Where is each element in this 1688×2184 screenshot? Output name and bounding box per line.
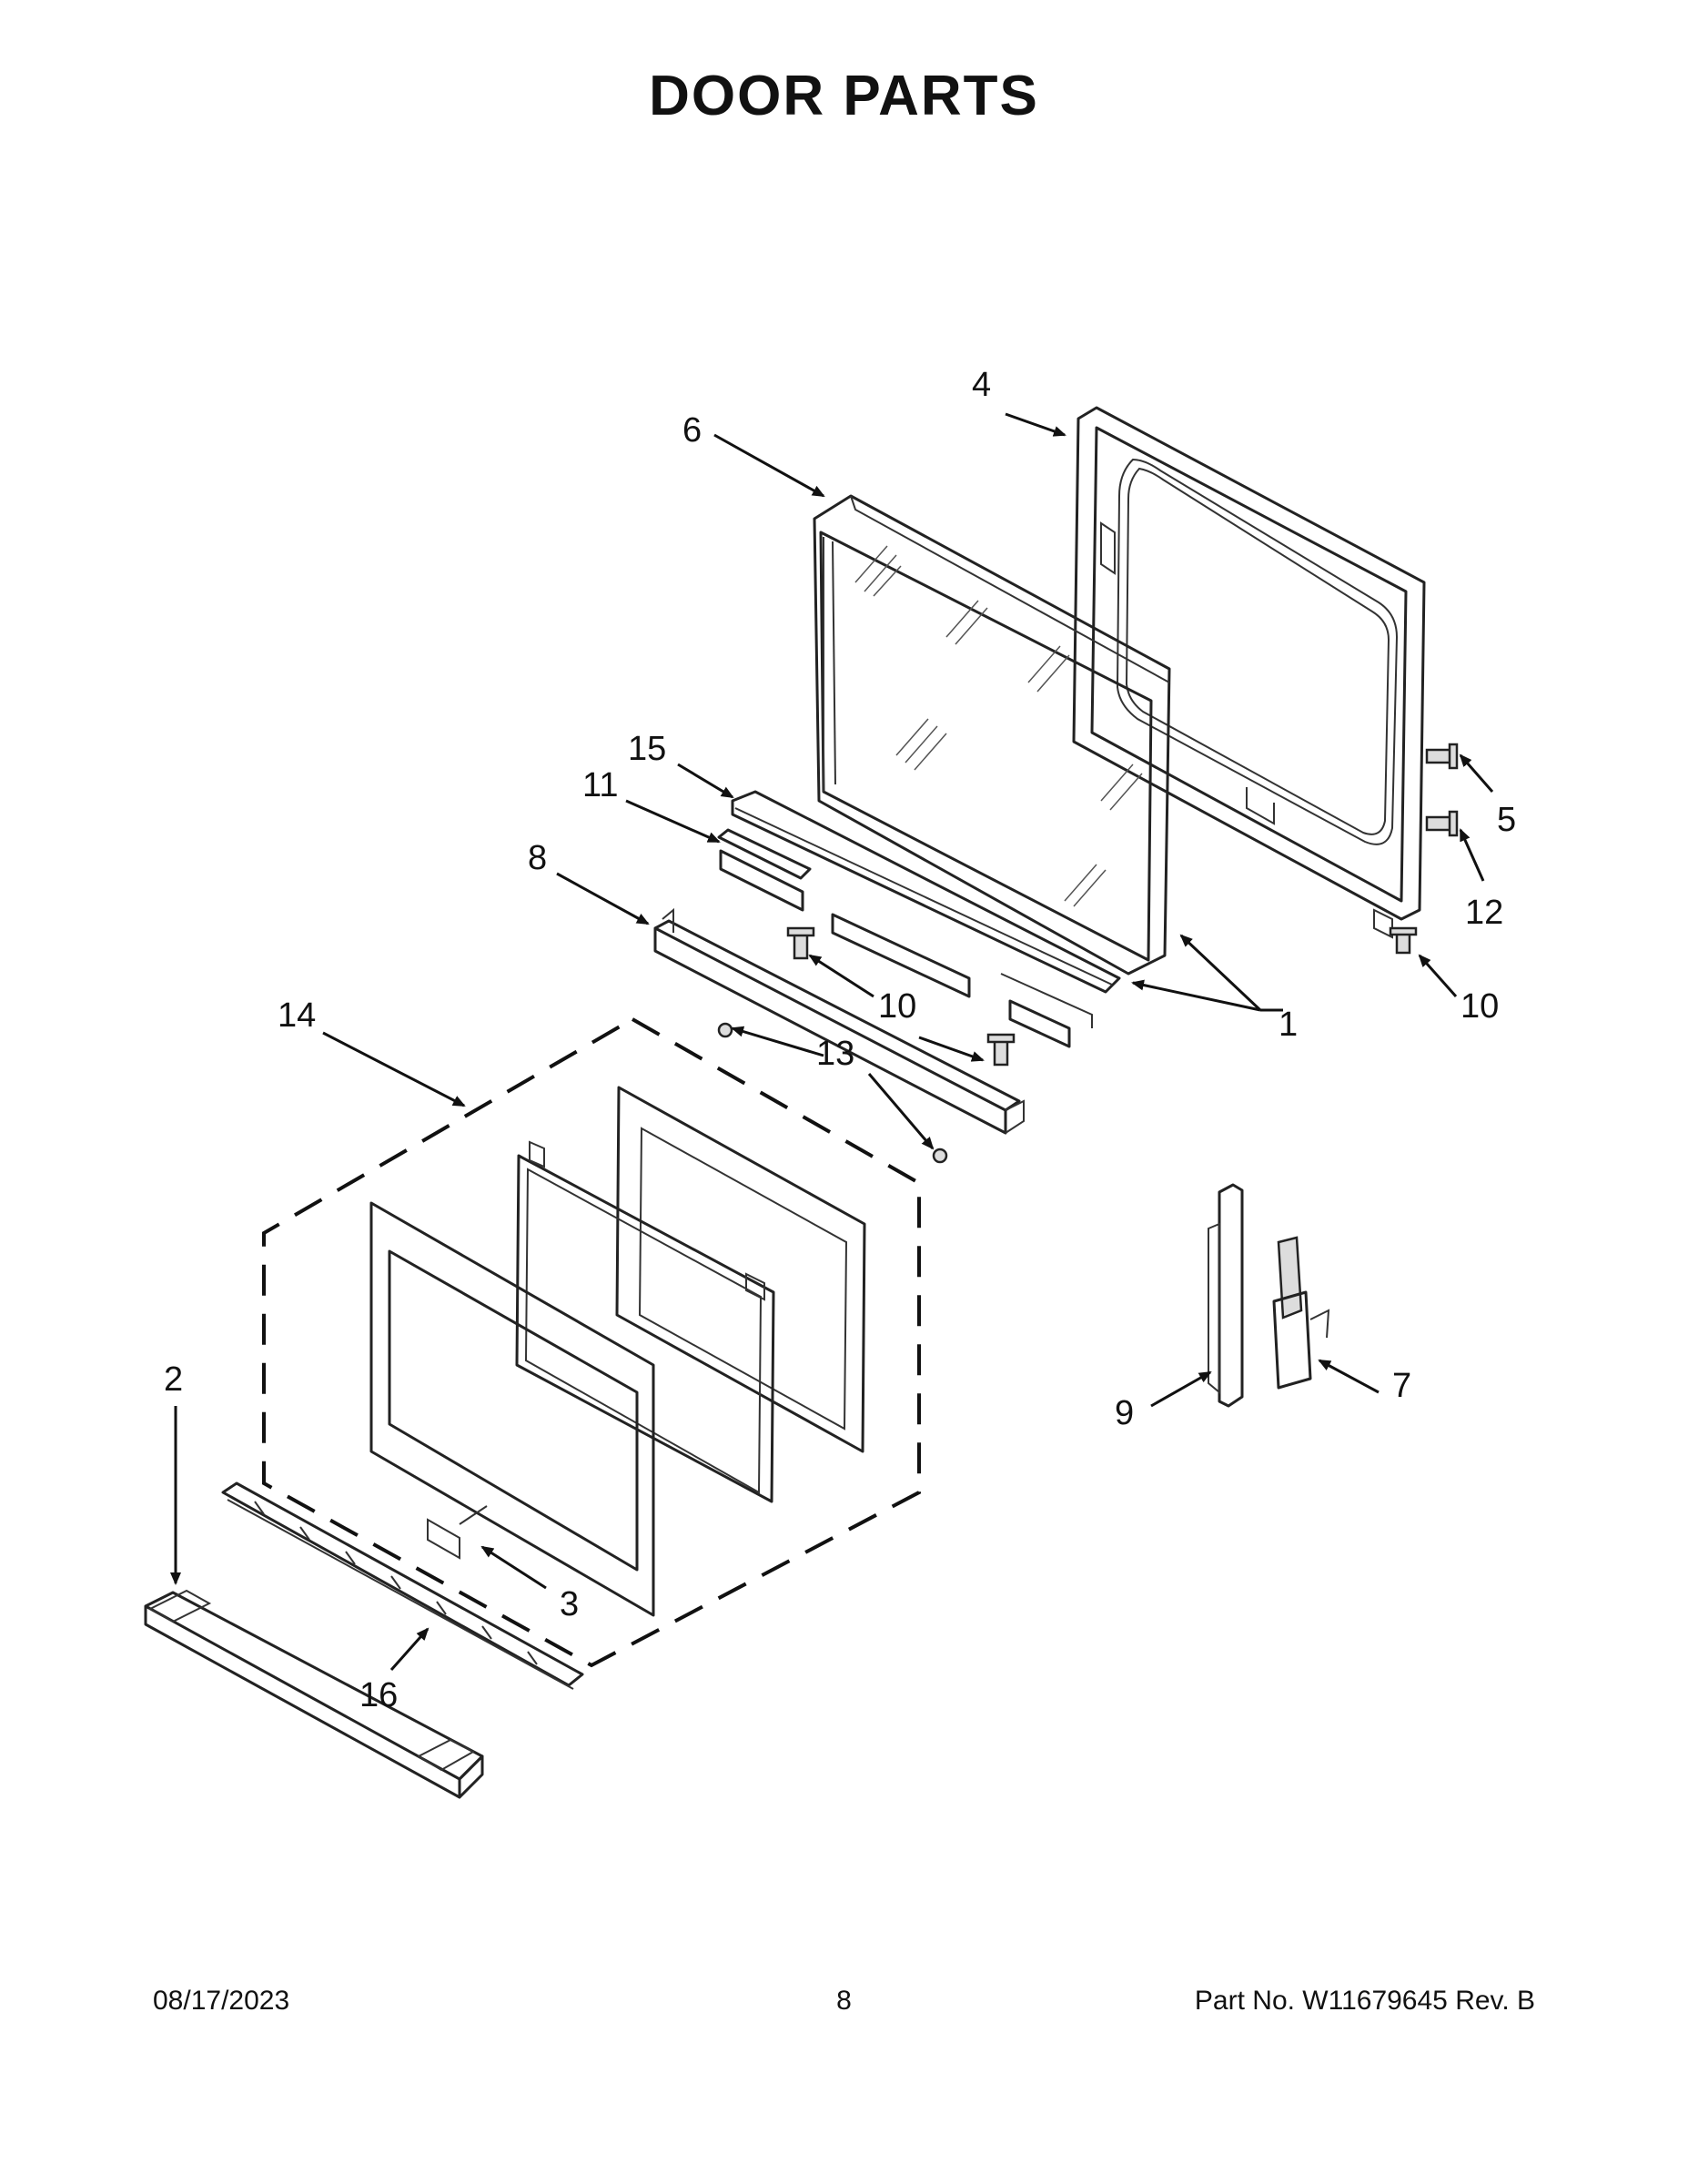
part-11-channel[interactable] [717, 828, 1093, 1048]
callout-3: 3 [560, 1585, 579, 1623]
door-outer-panel[interactable] [369, 1201, 655, 1617]
callout-12: 12 [1465, 894, 1503, 932]
part-15-trim[interactable] [731, 790, 1121, 994]
callout-2: 2 [164, 1360, 183, 1399]
callout-1: 1 [1279, 1006, 1298, 1044]
part-8-bracket[interactable] [653, 907, 1025, 1135]
part-12-screw[interactable] [1425, 810, 1459, 837]
callout-5: 5 [1497, 801, 1516, 839]
footer-page-number: 8 [836, 1986, 852, 2016]
callout-7: 7 [1392, 1367, 1411, 1405]
callout-11: 11 [582, 766, 618, 804]
footer-part-number: Part No. W11679645 Rev. B [1194, 1986, 1535, 2016]
part-7-hinge[interactable] [1272, 1236, 1330, 1390]
part-2-handle[interactable] [144, 1589, 484, 1799]
part-10-screw-b[interactable] [986, 1033, 1016, 1067]
part-5-screw[interactable] [1425, 743, 1459, 770]
door-inner-panel[interactable] [515, 1140, 775, 1503]
callout-13: 13 [816, 1035, 854, 1073]
callout-6: 6 [682, 411, 702, 450]
footer-date: 08/17/2023 [153, 1986, 290, 2016]
callout-4: 4 [972, 366, 991, 404]
page-title: DOOR PARTS [649, 65, 1039, 127]
part-9-hinge-receiver[interactable] [1208, 1183, 1244, 1408]
part-16-handle-trim[interactable] [221, 1481, 584, 1690]
part-13-washer-a[interactable] [717, 1022, 733, 1038]
part-6-door-glass[interactable] [813, 494, 1171, 976]
callout-10-right: 10 [1461, 987, 1499, 1026]
callout-16: 16 [359, 1676, 398, 1714]
callout-14: 14 [278, 996, 316, 1035]
callout-15: 15 [628, 730, 666, 768]
part-14-assembly-outline [262, 1016, 921, 1668]
part-13-washer-b[interactable] [932, 1148, 948, 1164]
leader-lines [170, 412, 1494, 1671]
door-rear-glass-panel[interactable] [615, 1086, 866, 1453]
part-10-screw-a[interactable] [786, 926, 815, 960]
part-4-inner-door-frame[interactable] [1072, 406, 1426, 939]
callout-8: 8 [528, 839, 547, 877]
callout-10-center: 10 [878, 987, 916, 1026]
callout-9: 9 [1115, 1394, 1134, 1432]
part-10-screw-c[interactable] [1389, 926, 1418, 955]
